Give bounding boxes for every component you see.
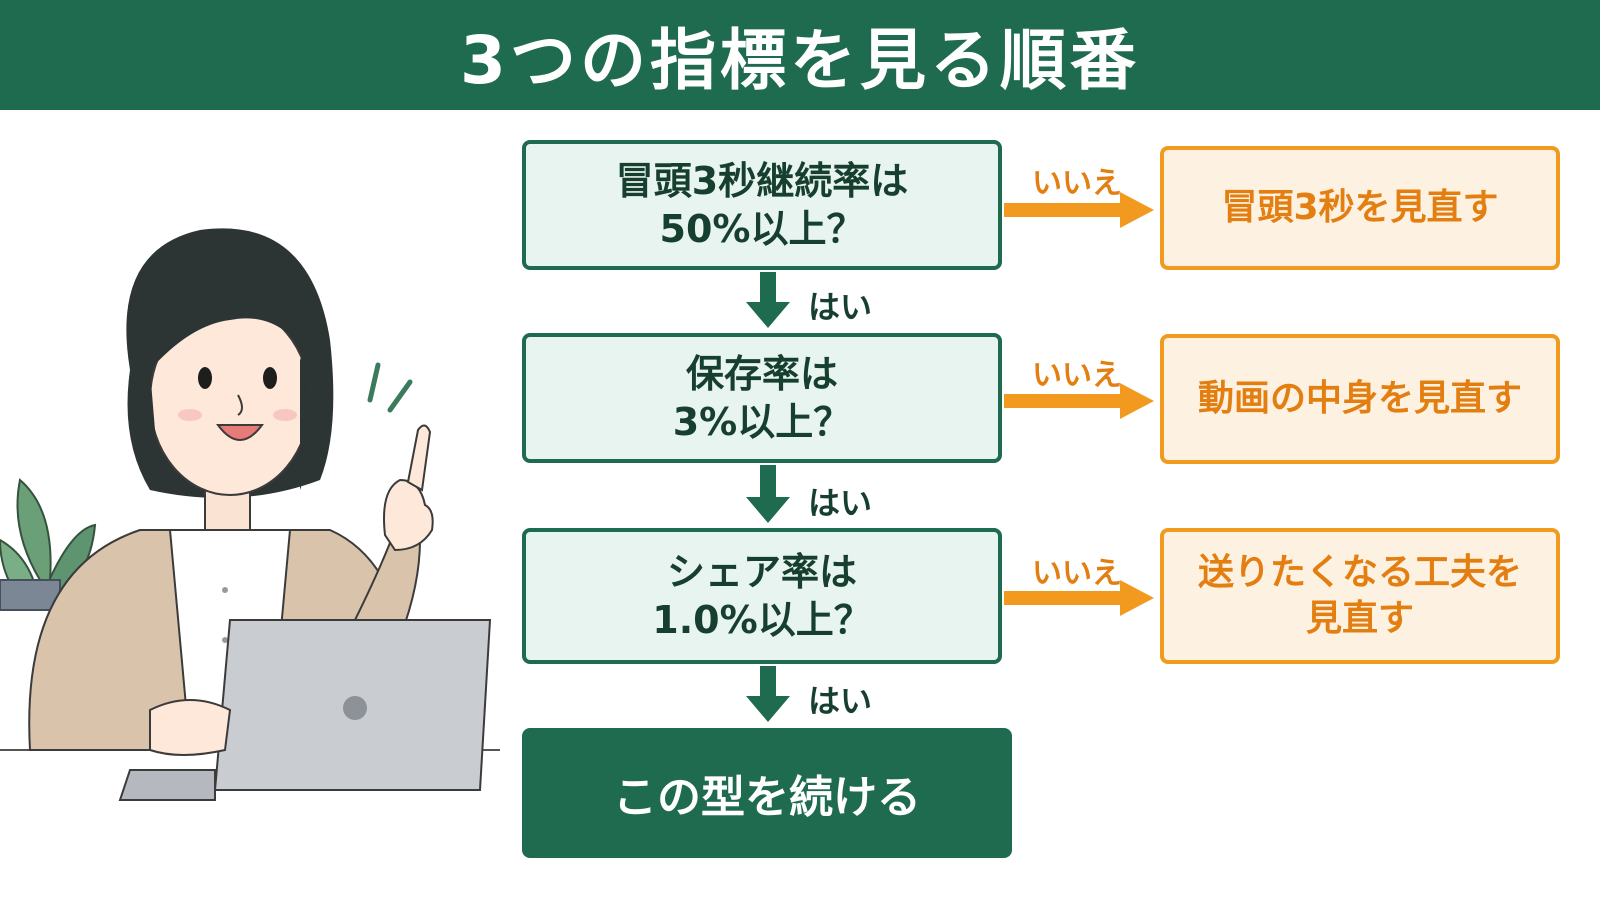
- page-title: 3つの指標を見る順番: [460, 22, 1140, 99]
- result-line: 送りたくなる工夫を: [1197, 552, 1522, 593]
- question-line: 保存率は: [685, 352, 838, 396]
- no-label: いいえ: [1032, 358, 1122, 393]
- down-arrow-icon: [746, 666, 790, 722]
- yes-label: はい: [808, 682, 873, 720]
- result-line: 冒頭3秒を見直す: [1221, 187, 1499, 228]
- result-line: 動画の中身を見直す: [1197, 378, 1522, 419]
- question-line: 冒頭3秒継続率は: [615, 159, 909, 203]
- result-line: 見直す: [1305, 598, 1414, 639]
- question-line: シェア率は: [666, 550, 857, 594]
- question-box-save-rate: 保存率は 3%以上？: [522, 333, 1002, 463]
- yes-label: はい: [808, 288, 873, 326]
- result-box-review-content: 動画の中身を見直す: [1160, 334, 1560, 464]
- woman-with-laptop-illustration: [0, 228, 500, 801]
- down-arrow-icon: [746, 465, 790, 523]
- final-label: この型を続ける: [613, 772, 921, 823]
- plant-icon: [0, 478, 97, 611]
- header-bar: 3つの指標を見る順番: [0, 0, 1600, 110]
- down-arrow-icon: [746, 272, 790, 328]
- final-box-continue: この型を続ける: [522, 728, 1012, 858]
- yes-label: はい: [808, 484, 873, 522]
- question-box-retention: 冒頭3秒継続率は 50%以上？: [522, 140, 1002, 270]
- no-label: いいえ: [1032, 166, 1122, 201]
- no-label: いいえ: [1032, 556, 1122, 591]
- question-box-share-rate: シェア率は 1.0%以上？: [522, 528, 1002, 664]
- question-line: 1.0%以上？: [652, 598, 872, 642]
- result-box-review-opening: 冒頭3秒を見直す: [1160, 146, 1560, 270]
- question-line: 3%以上？: [672, 400, 852, 444]
- question-line: 50%以上？: [659, 207, 865, 251]
- laptop-icon: [118, 619, 492, 801]
- result-box-review-shareability: 送りたくなる工夫を 見直す: [1160, 528, 1560, 664]
